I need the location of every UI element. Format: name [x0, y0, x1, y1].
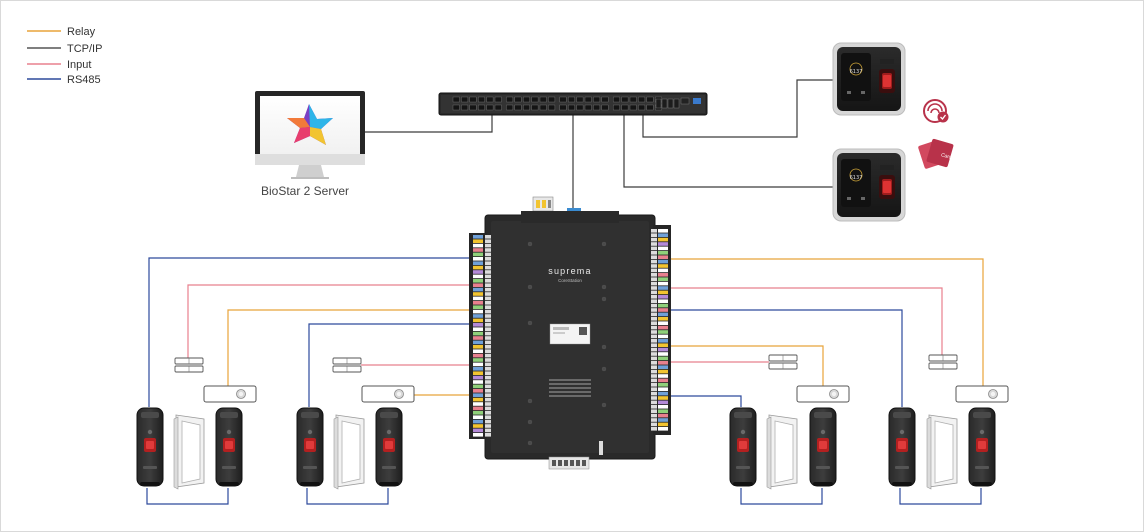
exit-button-icon	[361, 385, 415, 403]
card-reader-icon	[809, 407, 837, 487]
corestation-controller: suprema CoreStation	[469, 196, 671, 470]
door-icon	[926, 414, 958, 490]
legend-relay-label: Relay	[67, 26, 96, 38]
legend-rs485-label: RS485	[67, 74, 101, 86]
door-sensor-icon	[928, 354, 958, 370]
card-reader-icon	[375, 407, 403, 487]
legend-input-label: Input	[67, 59, 91, 71]
fingerprint-device-top	[832, 42, 906, 116]
server-label: BioStar 2 Server	[261, 184, 349, 198]
legend-tcpip-label: TCP/IP	[67, 43, 102, 55]
card-reader-icon	[215, 407, 243, 487]
card-badge-icon: Card	[918, 138, 954, 169]
fingerprint-device-bottom	[832, 148, 906, 222]
door-icon	[173, 414, 205, 490]
door-icon	[766, 414, 798, 490]
network-switch-icon	[438, 92, 708, 116]
card-reader-icon	[968, 407, 996, 487]
relay-wires	[227, 258, 984, 396]
rs485-wires	[146, 257, 982, 505]
fingerprint-badge-icon	[923, 99, 949, 123]
door-sensor-icon	[768, 354, 798, 370]
door-sensor-icon	[174, 357, 204, 373]
star-logo-icon	[287, 104, 333, 145]
svg-text:Card: Card	[940, 152, 952, 161]
server-monitor-icon	[255, 91, 365, 179]
door-sensor-icon	[332, 357, 362, 373]
legend: Relay TCP/IP Input RS485	[27, 26, 102, 86]
card-reader-icon	[888, 407, 916, 487]
tcpip-wires	[365, 79, 833, 209]
card-reader-icon	[729, 407, 757, 487]
card-reader-icon	[136, 407, 164, 487]
exit-button-icon	[796, 385, 850, 403]
controller-model: CoreStation	[558, 278, 582, 283]
door-icon	[333, 414, 365, 490]
exit-button-icon	[955, 385, 1009, 403]
card-reader-icon	[296, 407, 324, 487]
exit-button-icon	[203, 385, 257, 403]
input-wires	[187, 284, 943, 366]
controller-brand: suprema	[548, 266, 591, 276]
